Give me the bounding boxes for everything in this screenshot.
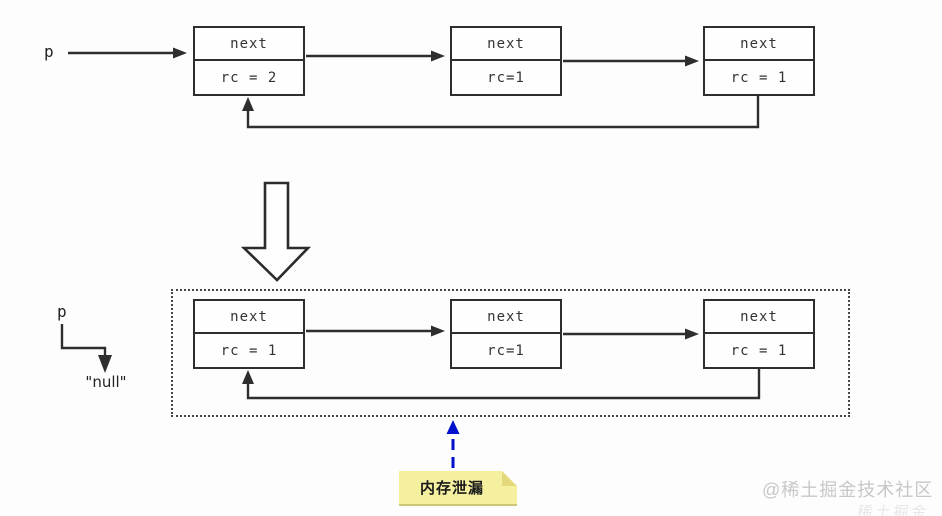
node-rc-field: rc = 1 [730,342,788,359]
list-node-top-1: next rc = 2 [193,26,305,96]
list-node-bottom-2: next rc=1 [450,299,562,369]
watermark-partial-text: 稀土掘金技术社区 [856,504,931,516]
pointer-label-bottom: p [57,302,67,321]
node-next-field: next [705,301,813,334]
node-next-field: next [452,301,560,334]
leaked-region-outline [171,289,850,417]
memory-leak-note-label: 内存泄漏 [419,480,484,497]
node-rc-field: rc = 1 [220,342,278,359]
list-node-bottom-1: next rc = 1 [193,299,305,369]
next-arrow-bottom-2 [563,328,699,340]
node-next-field: next [195,28,303,61]
list-node-bottom-3: next rc = 1 [703,299,815,369]
pointer-label-top: p [44,42,54,61]
cycle-arrow-bottom [242,369,761,400]
node-rc-field: rc=1 [487,342,525,359]
node-next-field: next [705,28,813,61]
watermark-text: @稀土掘金技术社区 [762,480,934,500]
node-rc-field: rc=1 [487,69,525,86]
list-node-top-2: next rc=1 [450,26,562,96]
cycle-arrow-top [242,96,760,129]
pointer-null-arrow [60,324,112,373]
null-value-label: "null" [85,373,127,391]
node-rc-field: rc = 2 [220,69,278,86]
memory-leak-note: 内存泄漏 [399,471,517,506]
node-next-field: next [195,301,303,334]
next-arrow-top-2 [563,55,699,67]
list-node-top-3: next rc = 1 [703,26,815,96]
transform-down-arrow [240,181,312,282]
memory-leak-arrow [446,420,460,468]
pointer-arrow-top [68,47,187,59]
next-arrow-bottom-1 [306,325,445,337]
node-rc-field: rc = 1 [730,69,788,86]
node-next-field: next [452,28,560,61]
next-arrow-top-1 [306,50,445,62]
